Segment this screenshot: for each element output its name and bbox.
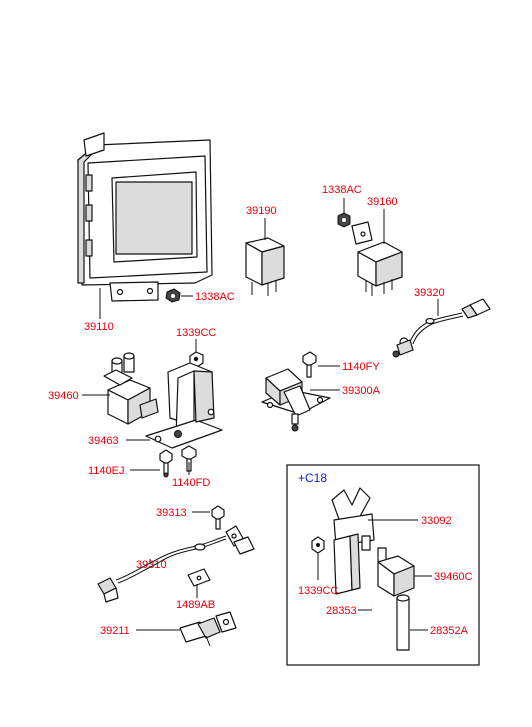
sensor-harness xyxy=(392,298,491,358)
cam-position-sensor xyxy=(179,611,237,647)
callout-ecu: 39110 xyxy=(84,321,114,333)
inset-solenoid xyxy=(361,535,415,597)
mounting-bracket xyxy=(145,362,223,449)
clip-nut xyxy=(189,351,204,368)
callout-crank-sensor: 39310 xyxy=(136,559,167,571)
callout-cam-sensor: 39211 xyxy=(100,625,130,637)
callout-bolt-fd: 1140FD xyxy=(172,477,210,489)
callout-relay-large: 39160 xyxy=(367,196,398,208)
callout-sensor-harness: 39320 xyxy=(414,287,445,299)
ecu-nut xyxy=(165,288,181,303)
relay-nut xyxy=(337,212,351,228)
solenoid-valve xyxy=(103,352,159,425)
callout-relay-nut: 1338AC xyxy=(322,184,362,196)
callout-bolt-crank: 39313 xyxy=(156,507,187,519)
callout-relay-small: 39190 xyxy=(246,205,277,217)
callout-solenoid: 39460 xyxy=(48,390,79,402)
bolt-fy xyxy=(302,351,317,378)
callout-ecu-nut: 1338AC xyxy=(195,291,235,303)
inset-nut xyxy=(311,536,325,554)
callout-inset-clip: 33092 xyxy=(421,515,452,527)
relay-small xyxy=(245,237,285,296)
sensor-bracket xyxy=(261,368,331,432)
crank-position-sensor xyxy=(97,525,255,603)
inset-title: +C18 xyxy=(298,471,327,485)
bolt-ej xyxy=(159,449,173,478)
inset-frame xyxy=(286,464,480,666)
callout-bolt-ej: 1140EJ xyxy=(88,465,125,477)
callout-clip-nut: 1339CC xyxy=(176,327,216,339)
callout-bolt-fy: 1140FY xyxy=(342,361,380,373)
relay-large xyxy=(351,221,403,296)
inset-hose-small xyxy=(371,602,385,618)
callout-bracket: 39463 xyxy=(88,435,119,447)
callout-hose-large: 28352A xyxy=(430,625,469,637)
ecu-unit xyxy=(77,132,213,302)
callout-clamp: 1489AB xyxy=(176,599,215,611)
bolt-crank xyxy=(211,505,225,530)
harness-clamp xyxy=(187,568,211,587)
callout-inset-solenoid: 39460C xyxy=(434,571,473,583)
callout-hose-small: 28353 xyxy=(326,605,357,617)
callout-inset-nut: 1339CC xyxy=(298,585,338,597)
callout-sensor-bracket: 39300A xyxy=(342,385,381,397)
inset-hose-large xyxy=(396,594,410,651)
